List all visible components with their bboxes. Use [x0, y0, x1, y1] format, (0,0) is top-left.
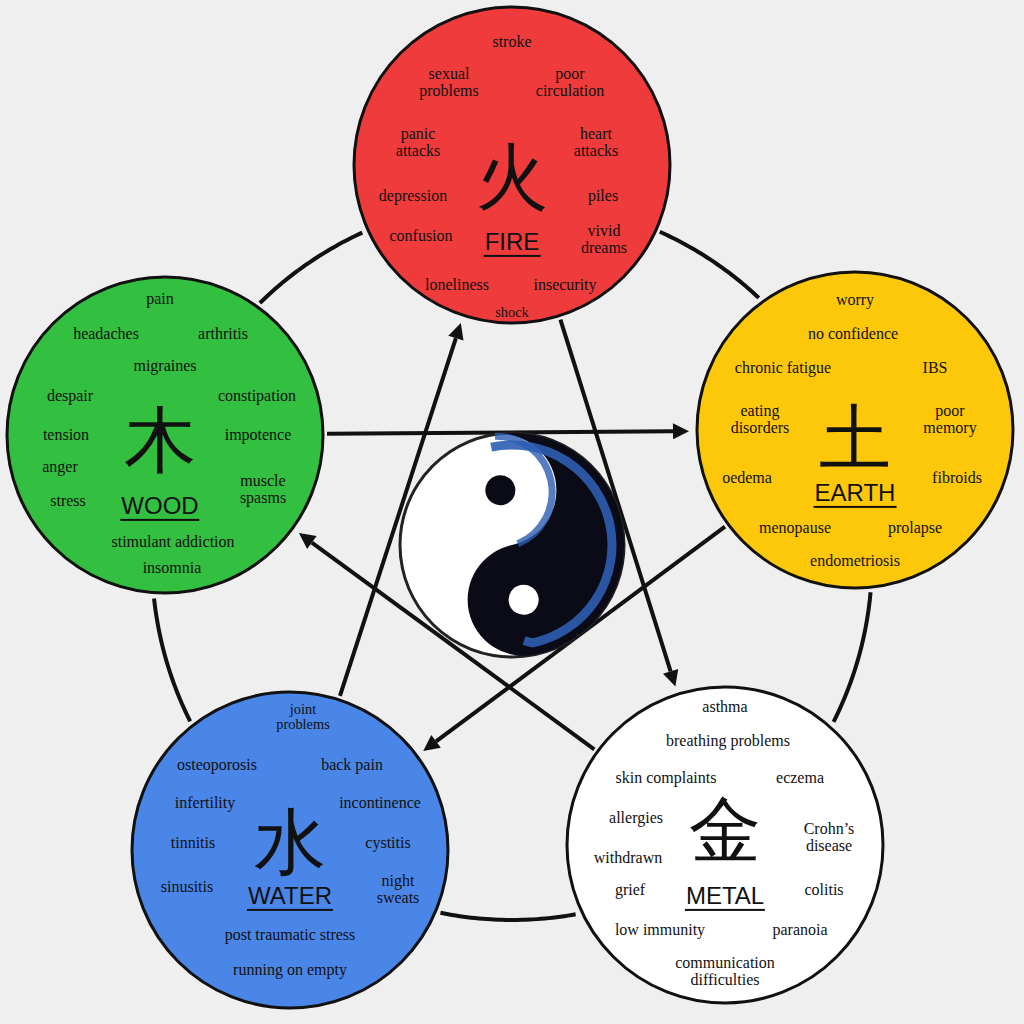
symptom-label: skin complaints [616, 770, 717, 787]
symptom-label: stress [50, 493, 86, 510]
symptom-label: headaches [73, 326, 139, 343]
symptom-label: impotence [225, 427, 292, 444]
symptom-label: grief [615, 882, 645, 899]
symptom-label: breathing problems [666, 733, 790, 750]
symptom-label: stimulant addiction [111, 534, 234, 551]
circle-shape [354, 7, 670, 323]
symptom-label: Crohn’s disease [798, 821, 860, 855]
cycle-arc [154, 598, 190, 721]
symptom-label: insecurity [533, 277, 596, 294]
element-circle: 水 WATER joint problems osteoporosis back pai… [130, 690, 450, 1010]
symptom-label: muscle spasms [233, 473, 293, 507]
symptom-label: asthma [702, 699, 747, 716]
symptom-label: oedema [722, 470, 772, 487]
symptom-label: eczema [776, 770, 824, 787]
symptom-label: no confidence [808, 326, 898, 343]
yin-half [434, 412, 645, 666]
symptom-label: vivid dreams [577, 223, 632, 257]
element-character: 火 [476, 141, 548, 213]
element-circle: 土 EARTH worry no confidence chronic fatigue I… [695, 270, 1015, 590]
element-name: EARTH [814, 480, 897, 508]
symptom-label: colitis [804, 882, 843, 899]
element-circle: 金 METAL asthma breathing problems skin compl… [565, 685, 885, 1005]
symptom-label: worry [836, 292, 874, 309]
cycle-arc [834, 592, 871, 722]
symptom-label: panic attacks [387, 126, 449, 160]
cycle-arc [660, 232, 759, 298]
symptom-label: shock [495, 305, 529, 320]
symptom-label: migraines [133, 358, 196, 375]
symptom-label: cystitis [365, 835, 410, 852]
symptom-label: tinnitis [171, 835, 215, 852]
symptom-label: heart attacks [565, 126, 627, 160]
element-character: 木 [124, 404, 196, 476]
element-name: METAL [685, 883, 765, 911]
symptom-label: sinusitis [161, 879, 213, 896]
symptom-label: running on empty [233, 962, 347, 979]
symptom-label: low immunity [615, 922, 705, 939]
symptom-label: pain [146, 291, 174, 308]
symptom-label: confusion [389, 228, 452, 245]
element-character: 金 [689, 794, 761, 866]
element-name: WATER [247, 883, 333, 911]
symptom-label: endometriosis [810, 553, 900, 570]
symptom-label: prolapse [888, 520, 942, 537]
yin-blue-band [483, 426, 630, 644]
element-name: FIRE [484, 229, 541, 257]
symptom-label: osteoporosis [177, 757, 257, 774]
symptom-label: insomnia [143, 560, 202, 577]
symptom-label: communication difficulties [670, 955, 780, 989]
symptom-label: poor memory [920, 403, 980, 437]
symptom-label: anger [42, 459, 78, 476]
circle-shape [132, 692, 448, 1008]
symptom-label: tension [43, 427, 89, 444]
symptom-label: arthritis [198, 326, 248, 343]
symptom-label: post traumatic stress [225, 927, 356, 944]
yang-dot [506, 582, 542, 618]
yin-yang-disc [379, 412, 645, 678]
symptom-label: fibroids [932, 470, 982, 487]
circle-shape [7, 277, 323, 593]
symptom-label: menopause [759, 520, 831, 537]
yin-yang-symbol [379, 412, 645, 678]
symptom-label: stroke [492, 34, 531, 51]
cycle-arc [260, 233, 362, 303]
circle-shape [567, 687, 883, 1003]
symptom-label: sexual problems [413, 66, 485, 100]
symptom-label: infertility [175, 795, 235, 812]
element-character: 土 [819, 402, 891, 474]
element-circle: 木 WOOD pain headaches arthritismigraines desp… [5, 275, 325, 595]
element-name: WOOD [120, 493, 199, 521]
cycle-arc [440, 913, 575, 920]
symptom-label: night sweats [371, 873, 426, 907]
symptom-label: loneliness [425, 277, 489, 294]
symptom-label: withdrawn [594, 850, 662, 867]
symptom-label: chronic fatigue [735, 360, 831, 377]
symptom-label: poor circulation [528, 66, 613, 100]
symptom-label: IBS [923, 360, 948, 377]
symptom-label: despair [47, 388, 93, 405]
element-character: 水 [254, 806, 326, 878]
symptom-label: allergies [609, 810, 663, 827]
symptom-label: depression [379, 188, 447, 205]
symptom-label: paranoia [772, 922, 827, 939]
yin-dot [483, 472, 519, 508]
symptom-label: joint problems [272, 702, 334, 732]
symptom-label: constipation [218, 388, 296, 405]
symptom-label: piles [588, 188, 618, 205]
symptom-label: back pain [321, 757, 383, 774]
element-circle: 火 FIRE stroke sexual problems poor circulati… [352, 5, 672, 325]
symptom-label: eating disorders [728, 403, 793, 437]
symptom-label: incontinence [339, 795, 421, 812]
circle-shape [697, 272, 1013, 588]
